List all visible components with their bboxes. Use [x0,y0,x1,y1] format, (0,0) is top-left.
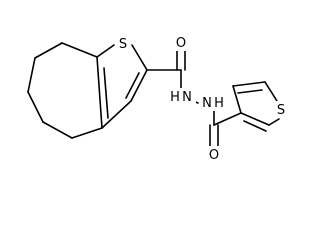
bond-c6-c5 [27,91,44,123]
nitrogen-atom-label-2: N [202,96,212,111]
bond-c7a-c8 [61,42,98,58]
bond-c7a-c3a [96,56,103,129]
bond-c5-c4 [42,121,73,139]
s1-label-bg [116,35,130,52]
molecule-structure-diagram: S O H N N H O S [0,0,300,200]
o1-label-bg [174,34,188,51]
bond-c8-c7 [34,42,63,59]
bond-c7-c6 [27,57,36,93]
bond-carbonyl2-c3prime [213,112,242,126]
nh2-hydrogen-label: H [214,96,224,111]
n2-label-bg [199,94,226,111]
bond-c3prime-c2prime-inner [243,120,267,132]
bond-c4-c3a [71,127,103,139]
oxygen-atom-label-1: O [176,36,186,51]
n1-label-bg [169,88,196,105]
bonds [27,42,280,147]
oxygen-atom-label-2: O [209,148,219,163]
bond-c7a-c3a-inner [103,67,109,119]
bond-c2-c3 [130,69,148,102]
bond-c2prime-s2 [268,118,280,126]
bond-c2-c3-inner [125,72,140,99]
bond-c7a-s1 [96,44,115,58]
atom-labels: S O H N N H O S [116,34,288,163]
sulfur-atom-label-2: S [277,103,285,118]
o2-label-bg [207,146,221,163]
bond-c3-c3a [101,100,132,129]
bond-s2-c5prime [264,81,278,102]
canvas-background [0,0,300,200]
nitrogen-atom-label-1: N [182,90,192,105]
bond-c3prime-c2prime [240,112,270,126]
bond-c5prime-c4prime [232,81,266,87]
s2-label-bg [274,101,288,118]
bond-c5prime-c4prime-inner [237,89,263,94]
bond-s1-c2 [131,44,148,71]
nh1-hydrogen-label: H [170,90,180,105]
sulfur-atom-label-1: S [119,37,127,52]
bond-c4prime-c3prime [232,85,242,114]
